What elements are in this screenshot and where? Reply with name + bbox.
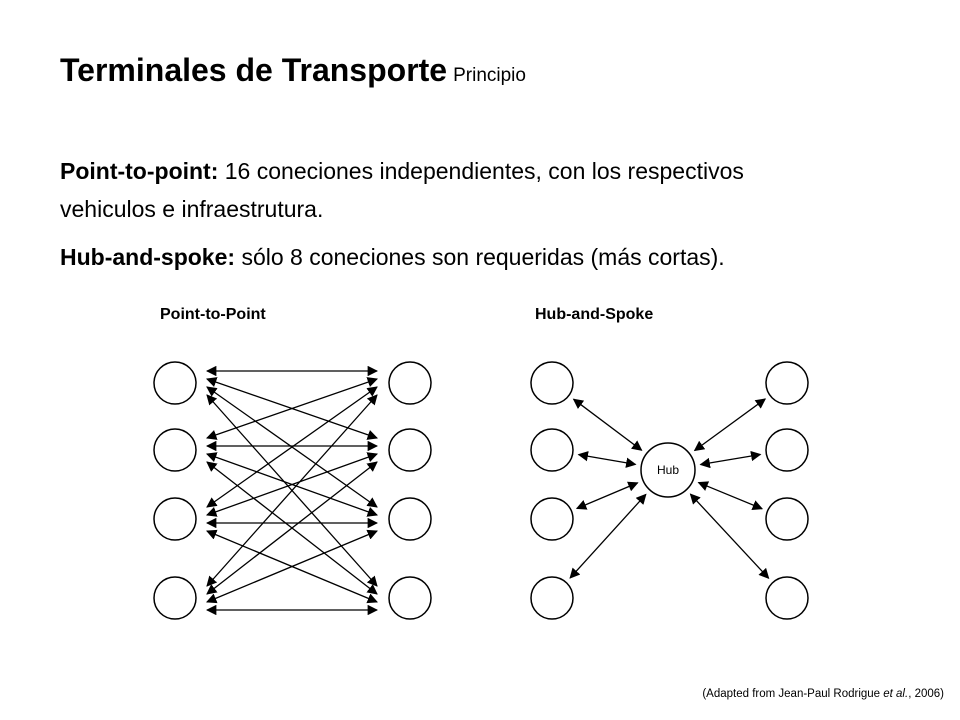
citation-etal: et al. xyxy=(883,688,909,700)
point-to-point-text-line2: vehiculos e infraestrutura. xyxy=(60,196,324,222)
title-suffix: Principio xyxy=(453,65,526,86)
p2p-connection-15 xyxy=(206,529,378,604)
hub-and-spoke-connections xyxy=(569,398,770,579)
p2p-right-node-4 xyxy=(388,576,432,620)
hs-spoke-left-4 xyxy=(569,493,647,579)
citation-prefix: (Adapted from Jean-Paul Rodrigue xyxy=(702,688,884,700)
point-to-point-label: Point-to-Point xyxy=(160,306,266,323)
point-to-point-connections xyxy=(205,365,379,616)
hs-right-node-4 xyxy=(765,576,809,620)
title-main: Terminales de Transporte xyxy=(60,52,448,88)
p2p-left-node-2 xyxy=(153,428,197,472)
citation: (Adapted from Jean-Paul Rodrigue et al.,… xyxy=(702,688,944,700)
hub-and-spoke-label: Hub-and-Spoke xyxy=(535,306,654,323)
hs-spoke-right-7 xyxy=(697,481,763,510)
p2p-right-node-1 xyxy=(388,361,432,405)
hs-spoke-right-6 xyxy=(699,450,762,469)
point-to-point-nodes xyxy=(153,361,432,620)
hs-spoke-right-5 xyxy=(693,398,767,452)
hs-left-node-1 xyxy=(530,361,574,405)
hub-node xyxy=(640,442,696,498)
p2p-right-node-3 xyxy=(388,497,432,541)
hub-and-spoke-nodes xyxy=(530,361,809,620)
hs-spoke-left-1 xyxy=(572,398,643,451)
hs-left-node-3 xyxy=(530,497,574,541)
hs-right-node-3 xyxy=(765,497,809,541)
hub-and-spoke-description: Hub-and-spoke: sólo 8 coneciones son req… xyxy=(60,238,725,276)
hs-spoke-left-2 xyxy=(577,451,637,468)
p2p-right-node-2 xyxy=(388,428,432,472)
hub-and-spoke-term: Hub-and-spoke: xyxy=(60,244,236,270)
hub-and-spoke-text: sólo 8 coneciones son requeridas (más co… xyxy=(235,244,725,270)
hs-spoke-right-8 xyxy=(689,493,770,579)
hs-right-node-1 xyxy=(765,361,809,405)
hub-label: Hub xyxy=(657,463,679,477)
p2p-left-node-3 xyxy=(153,497,197,541)
p2p-left-node-4 xyxy=(153,576,197,620)
citation-suffix: , 2006) xyxy=(908,688,944,700)
point-to-point-term: Point-to-point: xyxy=(60,158,219,184)
hs-left-node-4 xyxy=(530,576,574,620)
point-to-point-text-line1: 16 coneciones independientes, con los re… xyxy=(218,158,744,184)
hs-right-node-2 xyxy=(765,428,809,472)
p2p-left-node-1 xyxy=(153,361,197,405)
hs-left-node-2 xyxy=(530,428,574,472)
hs-spoke-left-3 xyxy=(575,481,639,510)
point-to-point-description: Point-to-point: 16 coneciones independie… xyxy=(60,152,744,228)
